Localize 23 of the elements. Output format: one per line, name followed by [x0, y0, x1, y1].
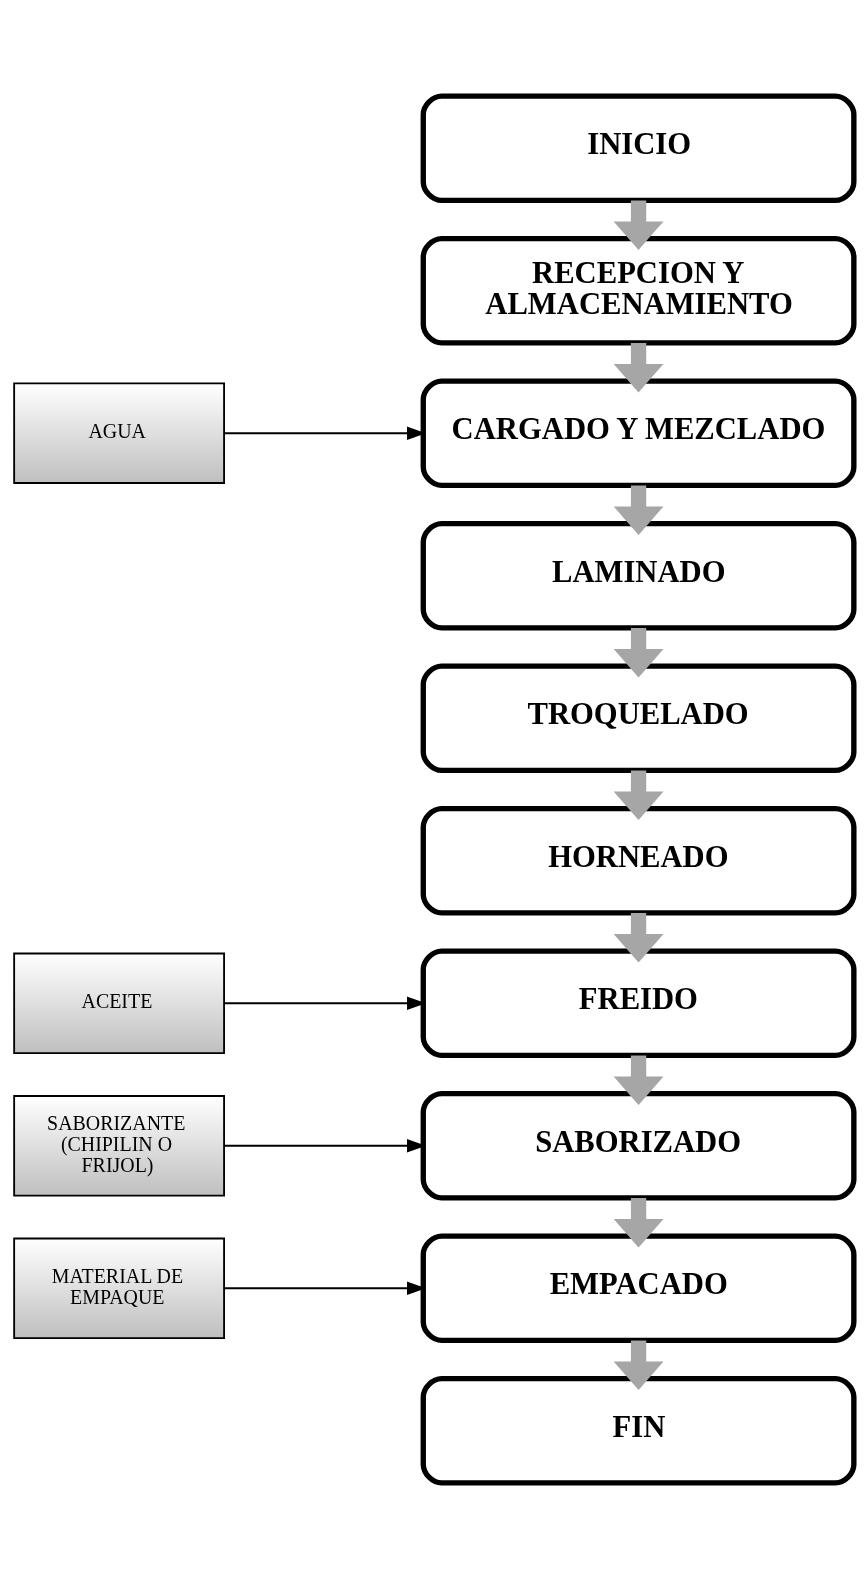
- node-box: EMPACADO: [420, 1233, 857, 1344]
- node-box: ACEITE: [13, 952, 225, 1054]
- node-box: RECEPCION Y ALMACENAMIENTO: [420, 235, 857, 346]
- node-box: TROQUELADO: [420, 663, 857, 774]
- node-box: INICIO: [420, 93, 857, 203]
- node-box: AGUA: [13, 382, 225, 484]
- node-box: CARGADO Y MEZCLADO: [420, 378, 857, 488]
- node-box: HORNEADO: [420, 805, 857, 916]
- arrow: [613, 343, 664, 393]
- node-box: SABORIZANTE (CHIPILIN O FRIJOL): [13, 1095, 225, 1197]
- arrow: [613, 200, 664, 250]
- arrow: [613, 1340, 664, 1390]
- node-box: MATERIAL DE EMPAQUE: [13, 1237, 225, 1339]
- node-box: FIN: [420, 1376, 857, 1486]
- arrow: [613, 1198, 664, 1248]
- node-box: SABORIZADO: [420, 1091, 857, 1201]
- arrow: [613, 485, 664, 535]
- arrow: [613, 628, 664, 678]
- arrow: [613, 913, 664, 963]
- arrow: [613, 770, 664, 820]
- node-box: LAMINADO: [420, 520, 857, 631]
- arrow: [613, 1055, 664, 1105]
- node-box: FREIDO: [420, 948, 857, 1059]
